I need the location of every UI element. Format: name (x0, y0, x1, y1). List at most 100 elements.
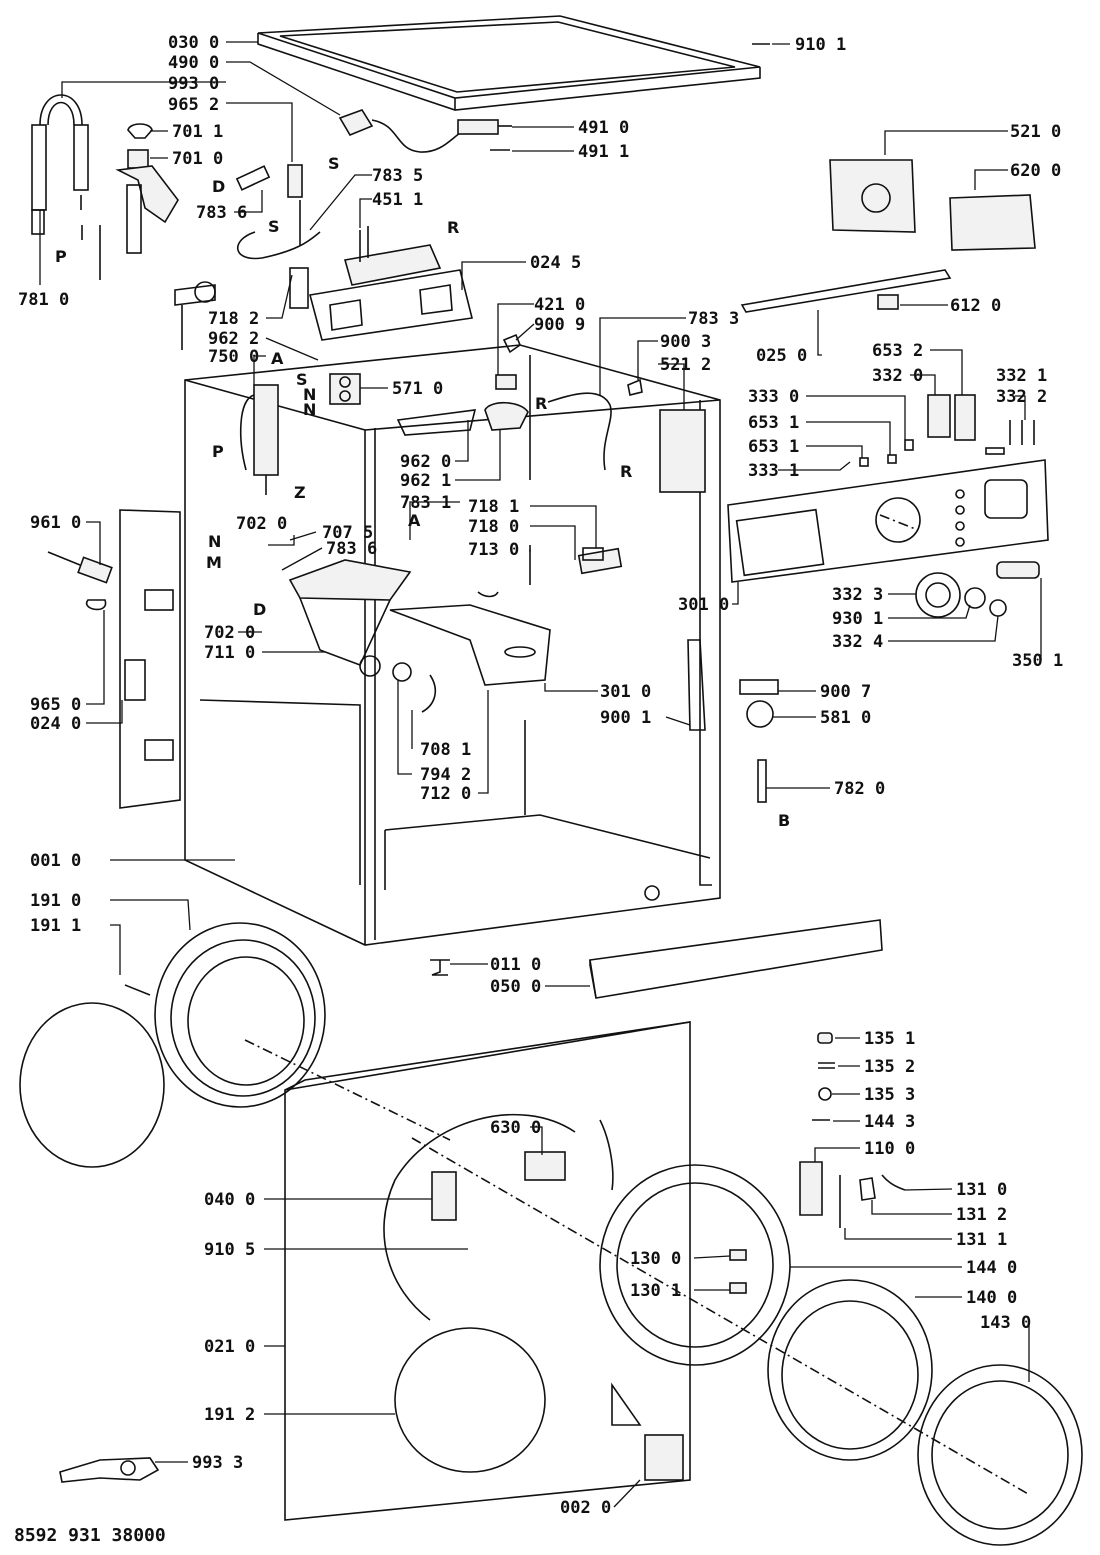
marker-letter-s: S (328, 154, 340, 173)
part-label: 490 0 (168, 53, 219, 73)
small-components (477, 333, 706, 598)
part-label: 630 0 (490, 1118, 541, 1138)
part-label: 707 5 (322, 523, 373, 543)
part-label: 701 1 (172, 122, 223, 142)
part-label: 750 0 (208, 347, 259, 367)
part-label: 001 0 (30, 851, 81, 871)
marker-letter-b: B (778, 811, 790, 830)
part-label: 143 0 (980, 1313, 1031, 1333)
part-label: 024 5 (530, 253, 581, 273)
part-label: 301 0 (600, 682, 651, 702)
part-label: 783 1 (400, 493, 451, 513)
valve-hoses (235, 164, 321, 260)
part-label: 783 3 (688, 309, 739, 329)
part-label: 140 0 (966, 1288, 1017, 1308)
marker-letter-p: P (212, 442, 224, 461)
part-label: 191 2 (204, 1405, 255, 1425)
pump (239, 384, 279, 495)
part-label: 900 9 (534, 315, 585, 335)
part-label: 491 0 (578, 118, 629, 138)
part-label: 620 0 (1010, 161, 1061, 181)
tap-fitting (174, 281, 216, 350)
part-label: 333 0 (748, 387, 799, 407)
part-label: 040 0 (204, 1190, 255, 1210)
part-label: 110 0 (864, 1139, 915, 1159)
part-label: 350 1 (1012, 651, 1063, 671)
marker-letter-n: N (208, 532, 221, 551)
part-label: 030 0 (168, 33, 219, 53)
plinth (430, 919, 883, 999)
leader-lines (39, 41, 1042, 1508)
part-label: 144 3 (864, 1112, 915, 1132)
part-label: 718 0 (468, 517, 519, 537)
marker-letter-a: A (408, 511, 421, 530)
part-label: 135 3 (864, 1085, 915, 1105)
part-label: 783 5 (372, 166, 423, 186)
solenoid-valves (329, 373, 361, 405)
marker-letter-n: N (303, 385, 316, 404)
part-label: 131 0 (956, 1180, 1007, 1200)
shock-absorber (47, 551, 113, 611)
marker-letter-p: P (55, 247, 67, 266)
part-label: 713 0 (468, 540, 519, 560)
part-label: 712 0 (420, 784, 471, 804)
part-label: 050 0 (490, 977, 541, 997)
part-label: 021 0 (204, 1337, 255, 1357)
inlet-elbow (115, 123, 179, 254)
part-label: 135 2 (864, 1057, 915, 1077)
part-label: 993 0 (168, 74, 219, 94)
part-label: 332 3 (832, 585, 883, 605)
document-number: 8592 931 38000 (14, 1525, 166, 1546)
part-label: 491 1 (578, 142, 629, 162)
part-label: 962 0 (400, 452, 451, 472)
marker-letter-d: D (212, 177, 225, 196)
part-label: 191 0 (30, 891, 81, 911)
marker-letter-r: R (447, 218, 459, 237)
part-label: 711 0 (204, 643, 255, 663)
part-label: 144 0 (966, 1258, 1017, 1278)
part-label: 900 3 (660, 332, 711, 352)
part-label: 581 0 (820, 708, 871, 728)
centre-lines (244, 514, 1031, 1496)
part-label: 718 2 (208, 309, 259, 329)
part-label: 910 1 (795, 35, 846, 55)
part-label: 131 1 (956, 1230, 1007, 1250)
part-label: 653 2 (872, 341, 923, 361)
part-label: 332 1 (996, 366, 1047, 386)
detergent-dispenser (288, 401, 551, 686)
marker-letter-d: D (253, 600, 266, 619)
part-label: 521 2 (660, 355, 711, 375)
part-label: 702 0 (204, 623, 255, 643)
part-label: 025 0 (756, 346, 807, 366)
heater-assembly (289, 226, 473, 341)
part-label: 900 7 (820, 682, 871, 702)
marker-letter-m: M (206, 553, 222, 572)
door-lock-parts (799, 1032, 906, 1228)
part-label: 653 1 (748, 437, 799, 457)
part-label: 702 0 (236, 514, 287, 534)
part-label: 002 0 (560, 1498, 611, 1518)
door-assembly (599, 1164, 1083, 1546)
part-label: 783 6 (326, 539, 377, 559)
top-lid (257, 15, 761, 111)
part-label: 900 1 (600, 708, 651, 728)
marker-letter-r: R (620, 462, 632, 481)
part-label: 653 1 (748, 413, 799, 433)
inlet-hose (31, 94, 101, 280)
part-label: 701 0 (172, 149, 223, 169)
hoses (392, 392, 612, 713)
part-labels: 030 0 490 0 993 0 965 2 701 1 701 0 910 … (18, 33, 1063, 1518)
marker-letter-n: N (303, 400, 316, 419)
marker-letter-a: A (271, 349, 284, 368)
part-label: 130 0 (630, 1249, 681, 1269)
part-label: 930 1 (832, 609, 883, 629)
power-cord (338, 109, 512, 153)
front-panel (284, 1021, 691, 1521)
door-gasket (19, 922, 326, 1168)
part-label: 794 2 (420, 765, 471, 785)
marker-letter-r: R (535, 394, 547, 413)
part-label: 718 1 (468, 497, 519, 517)
part-label: 782 0 (834, 779, 885, 799)
part-label: 783 6 (196, 203, 247, 223)
